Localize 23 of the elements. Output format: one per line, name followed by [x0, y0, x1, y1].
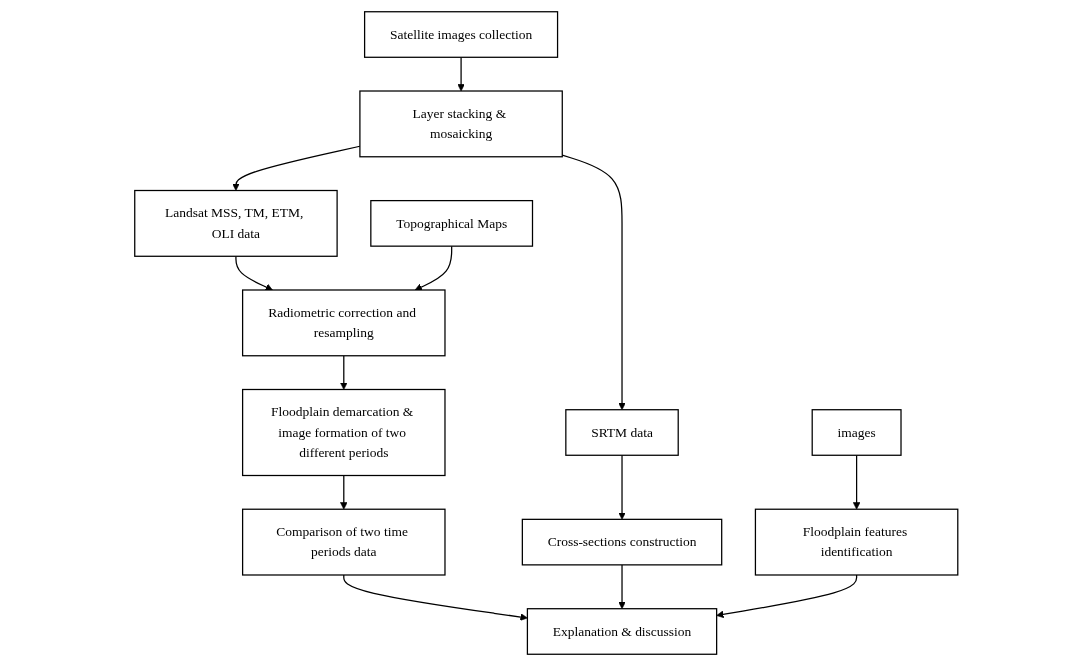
node-box: Satellite images collection — [363, 11, 558, 58]
node-box: Explanation & discussion — [526, 608, 717, 655]
arrow — [342, 574, 528, 621]
node-box: Cross-sections construction — [521, 518, 723, 566]
node-box: Layer stacking & mosaicking — [359, 90, 563, 158]
arrow — [339, 355, 348, 390]
arrow — [561, 154, 626, 411]
node-box: Floodplain features identification — [754, 508, 959, 576]
node-box: SRTM data — [564, 409, 679, 456]
arrow — [852, 454, 861, 510]
node-box: Floodplain demarcation & image formation of two different periods — [241, 388, 446, 477]
node-box: Radiometric correction and resampling — [241, 289, 446, 357]
arrow — [618, 454, 626, 520]
node-box: Comparison of two time periods data — [241, 508, 446, 576]
arrow — [339, 474, 348, 510]
node-box: Topographical Maps — [369, 200, 533, 247]
node-box: images — [811, 409, 902, 456]
arrow — [457, 56, 465, 92]
arrow — [618, 564, 626, 610]
arrow — [235, 255, 273, 291]
arrow — [414, 245, 453, 291]
node-box: Landsat MSS, TM, ETM, OLI data — [133, 189, 338, 257]
arrow — [716, 574, 857, 619]
